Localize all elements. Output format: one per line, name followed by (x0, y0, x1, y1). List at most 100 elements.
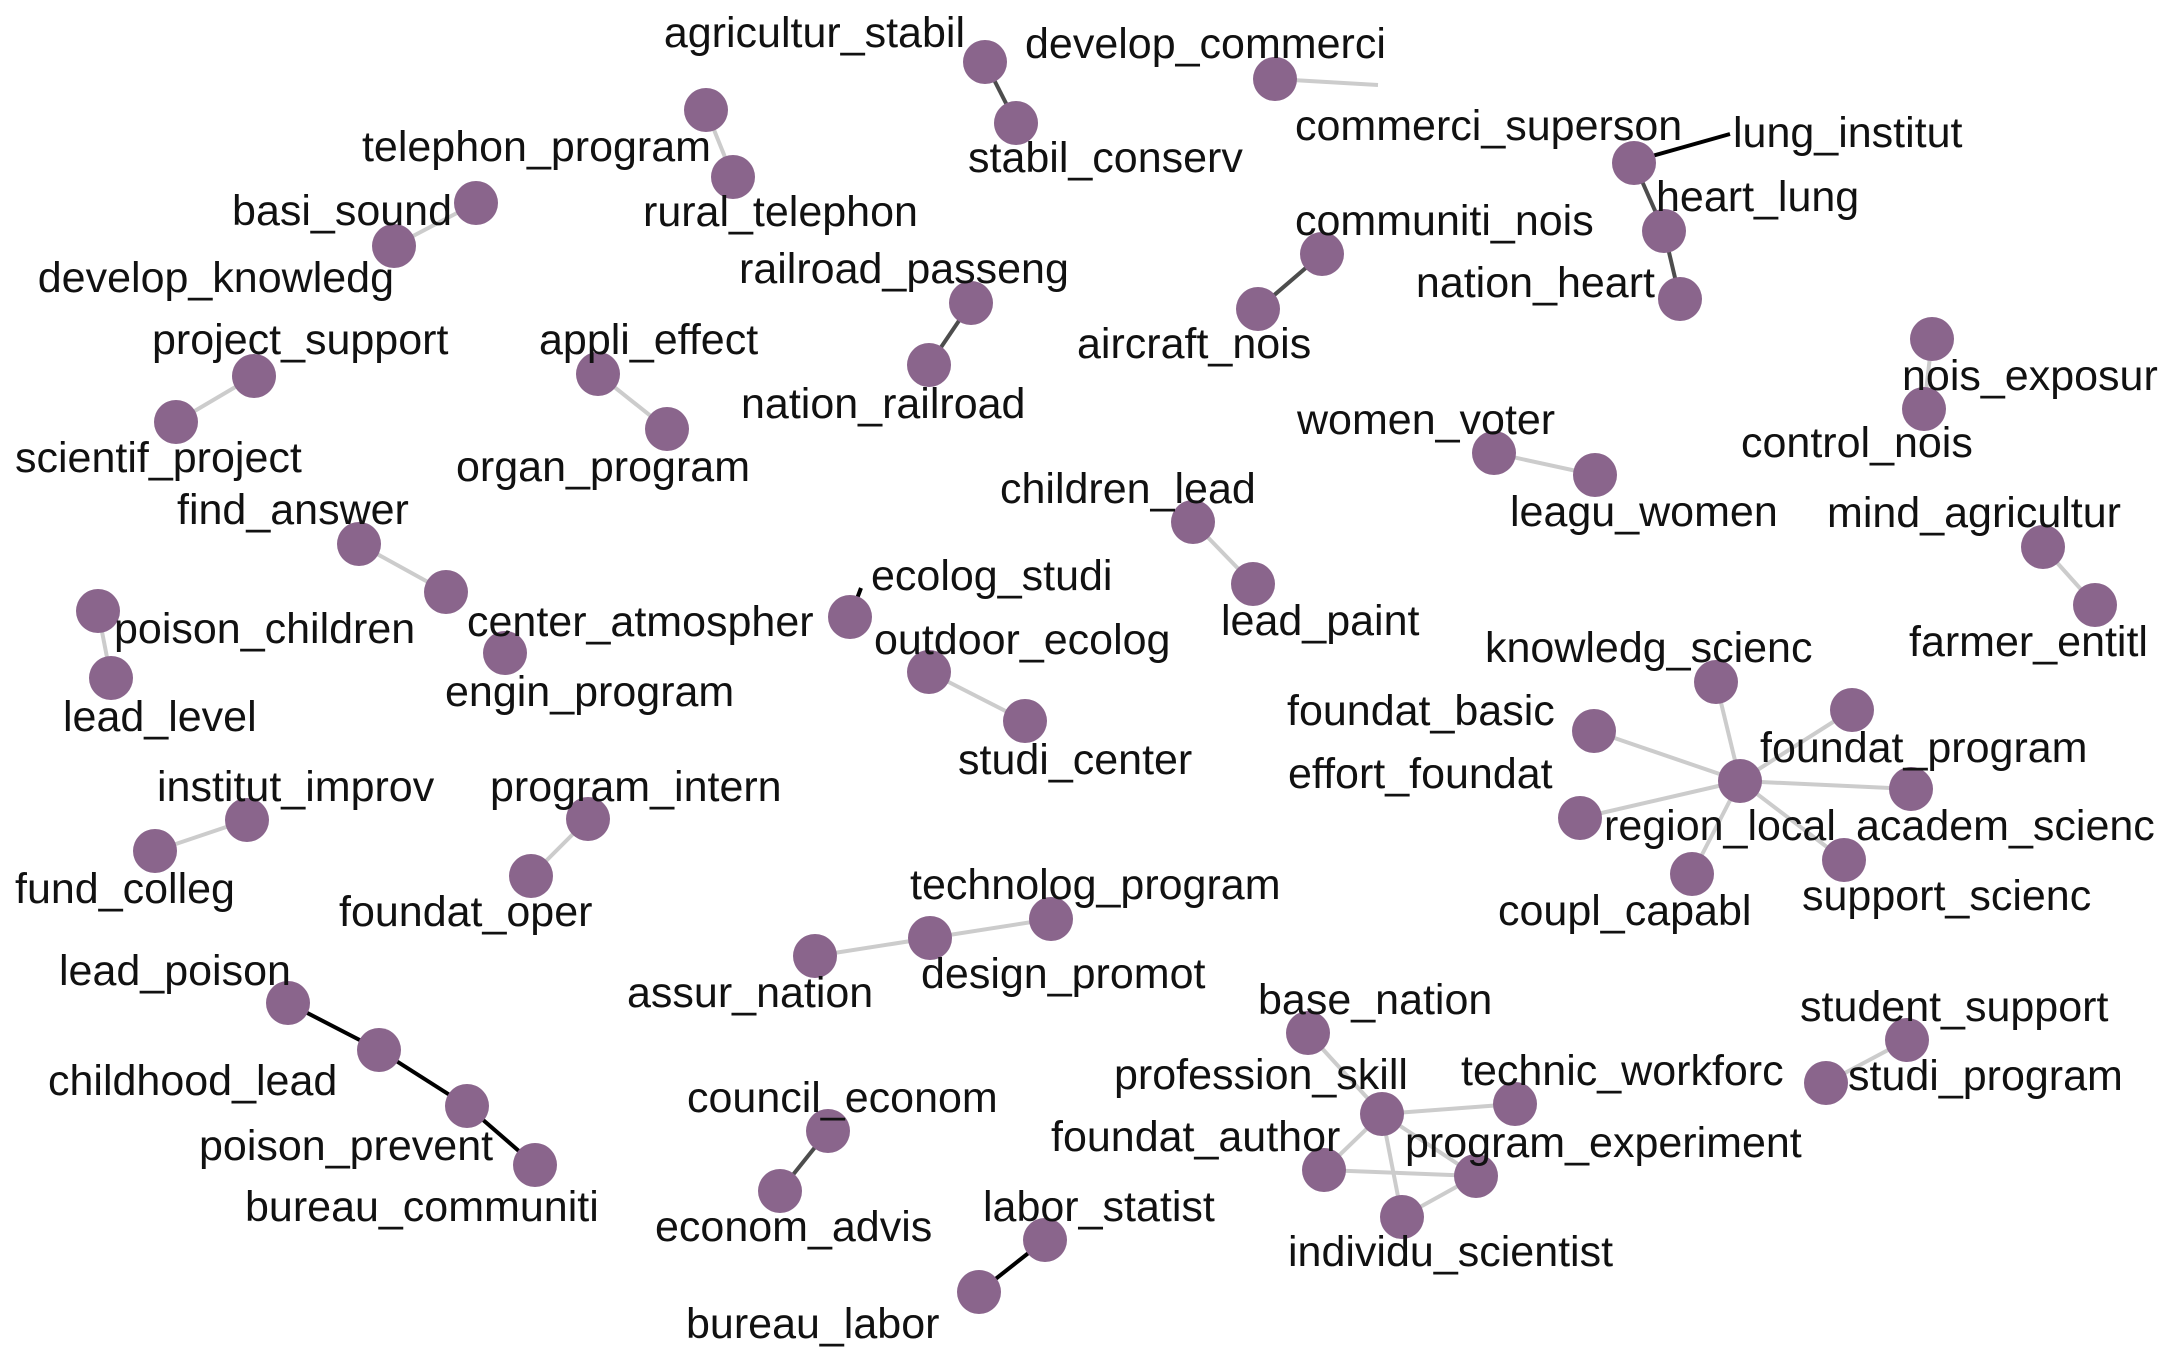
node-poison_prevent (445, 1084, 489, 1128)
label-nation_heart: nation_heart (1416, 259, 1655, 307)
edge-foundat_author-program_experiment (1323, 1168, 1477, 1178)
label-fund_colleg: fund_colleg (15, 865, 235, 913)
label-labor_statist: labor_statist (983, 1183, 1215, 1231)
label-individu_scientist: individu_scientist (1288, 1228, 1613, 1276)
label-bureau_labor: bureau_labor (686, 1300, 939, 1348)
label-basi_sound: basi_sound (232, 187, 452, 235)
node-poison_children (76, 589, 120, 633)
edge-region_local-foundat_basic (1593, 729, 1741, 783)
label-scientif_project: scientif_project (15, 434, 302, 482)
label-program_experiment: program_experiment (1405, 1119, 1802, 1167)
edge-region_local-academ_scienc (1739, 779, 1912, 791)
node-stabil_conserv (994, 101, 1038, 145)
label-project_support: project_support (152, 316, 448, 364)
label-rural_telephon: rural_telephon (643, 188, 918, 236)
node-scientif_project (154, 400, 198, 444)
label-foundat_oper: foundat_oper (339, 888, 592, 936)
label-foundat_author: foundat_author (1051, 1113, 1340, 1161)
label-profession_skill: profession_skill (1114, 1051, 1408, 1099)
node-labor_statist (1023, 1218, 1067, 1262)
label-aircraft_nois: aircraft_nois (1077, 320, 1311, 368)
label-technolog_program: technolog_program (910, 861, 1281, 909)
node-childhood_lead (357, 1028, 401, 1072)
node-base_nation (1286, 1011, 1330, 1055)
node-leagu_women (1573, 453, 1617, 497)
node-commerci_superson (1612, 141, 1656, 185)
node-foundat_basic (1572, 709, 1616, 753)
node-agricultur_stabil (963, 40, 1007, 84)
label-control_nois: control_nois (1741, 419, 1973, 467)
label-base_nation: base_nation (1258, 976, 1492, 1024)
node-coupl_capabl (1670, 852, 1714, 896)
node-support_scienc (1822, 838, 1866, 882)
node-foundat_program (1830, 688, 1874, 732)
label-communiti_nois: communiti_nois (1295, 197, 1594, 245)
node-farmer_entitl (2073, 583, 2117, 627)
label-technic_workforc: technic_workforc (1461, 1047, 1784, 1095)
label-institut_improv: institut_improv (157, 763, 435, 811)
label-nation_railroad: nation_railroad (741, 380, 1025, 428)
label-region_local: region_local (1604, 802, 1836, 850)
node-lead_poison (266, 981, 310, 1025)
label-lead_level: lead_level (63, 693, 257, 741)
label-coupl_capabl: coupl_capabl (1498, 887, 1751, 935)
label-studi_program: studi_program (1848, 1052, 2123, 1100)
node-develop_commerci (1253, 57, 1297, 101)
node-engin_program (483, 631, 527, 675)
node-bureau_labor (957, 1270, 1001, 1314)
node-profession_skill (1360, 1092, 1404, 1136)
label-council_econom: council_econom (687, 1074, 998, 1122)
label-design_promot: design_promot (921, 950, 1206, 998)
edge-region_local-effort_foundat (1579, 779, 1741, 820)
label-econom_advis: econom_advis (655, 1203, 932, 1251)
label-find_answer: find_answer (177, 486, 409, 534)
label-stabil_conserv: stabil_conserv (968, 134, 1243, 182)
label-heart_lung: heart_lung (1656, 173, 1859, 221)
label-knowledg_scienc: knowledg_scienc (1485, 624, 1812, 672)
label-organ_program: organ_program (456, 443, 750, 491)
node-student_support (1885, 1018, 1929, 1062)
node-women_voter (1472, 431, 1516, 475)
node-academ_scienc (1889, 767, 1933, 811)
node-control_nois (1902, 387, 1946, 431)
node-foundat_oper (509, 854, 553, 898)
label-farmer_entitl: farmer_entitl (1909, 618, 2148, 666)
label-academ_scienc: academ_scienc (1856, 802, 2155, 850)
node-program_intern (566, 797, 610, 841)
label-lung_institut: lung_institut (1733, 109, 1963, 157)
node-econom_advis (758, 1169, 802, 1213)
label-student_support: student_support (1800, 983, 2108, 1031)
node-telephon_program (684, 88, 728, 132)
node-effort_foundat (1558, 796, 1602, 840)
label-outdoor_ecolog: outdoor_ecolog (874, 616, 1170, 664)
label-studi_center: studi_center (958, 736, 1192, 784)
label-effort_foundat: effort_foundat (1288, 750, 1553, 798)
label-women_voter: women_voter (1296, 396, 1555, 444)
node-find_answer (337, 522, 381, 566)
label-foundat_basic: foundat_basic (1287, 687, 1555, 735)
node-organ_program (645, 407, 689, 451)
node-nation_railroad (907, 343, 951, 387)
label-lead_poison: lead_poison (59, 947, 291, 995)
node-foundat_author (1302, 1148, 1346, 1192)
node-bureau_communiti (513, 1143, 557, 1187)
node-communiti_nois (1300, 232, 1344, 276)
node-studi_center (1003, 699, 1047, 743)
label-appli_effect: appli_effect (539, 316, 758, 364)
node-lead_level (89, 656, 133, 700)
label-bureau_communiti: bureau_communiti (245, 1183, 599, 1231)
node-region_local (1718, 759, 1762, 803)
node-lead_paint (1231, 562, 1275, 606)
label-foundat_program: foundat_program (1760, 724, 2088, 772)
label-nois_exposur: nois_exposur (1902, 352, 2158, 400)
node-center_atmospher (424, 570, 468, 614)
node-appli_effect (576, 352, 620, 396)
node-rural_telephon (711, 155, 755, 199)
label-develop_knowledg: develop_knowledg (38, 254, 394, 302)
node-heart_lung (1642, 209, 1686, 253)
edge-profession_skill-technic_workforc (1381, 1102, 1516, 1116)
label-program_intern: program_intern (490, 763, 782, 811)
node-outdoor_ecolog (907, 650, 951, 694)
node-council_econom (806, 1109, 850, 1153)
